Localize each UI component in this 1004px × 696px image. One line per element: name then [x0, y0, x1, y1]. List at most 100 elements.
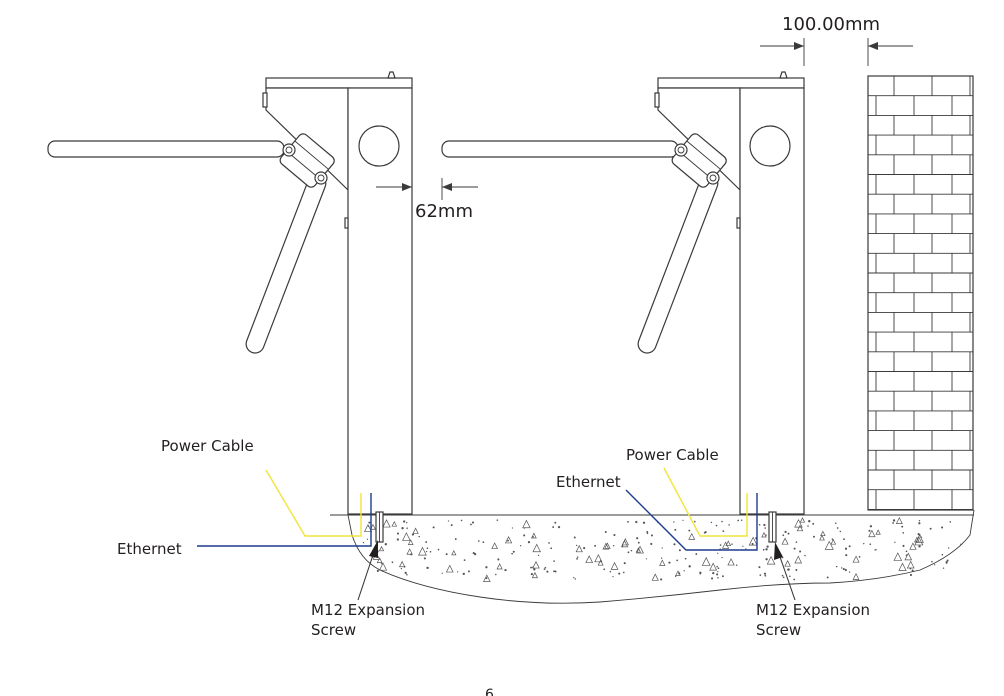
aggregate-dot	[945, 562, 948, 564]
aggregate-dot	[766, 545, 769, 548]
aggregate-dot	[429, 551, 432, 553]
aggregate-dot	[869, 525, 873, 528]
aggregate-stone	[725, 540, 732, 547]
aggregate-dot	[504, 568, 507, 572]
aggregate-dot	[745, 548, 747, 550]
aggregate-stone	[610, 561, 619, 570]
aggregate-stone	[761, 531, 767, 538]
aggregate-stone	[893, 552, 903, 561]
dimension-lane-gap: 62mm	[376, 178, 478, 222]
aggregate-dot	[716, 565, 718, 568]
aggregate-dot	[485, 566, 488, 569]
aggregate-dot	[765, 558, 768, 561]
aggregate-dot	[512, 550, 515, 553]
aggregate-stone	[620, 540, 629, 548]
aggregate-dot	[960, 543, 962, 545]
aggregate-dot	[630, 549, 633, 552]
aggregate-stone	[914, 536, 924, 546]
aggregate-dot	[646, 532, 649, 535]
aggregate-dot	[543, 568, 546, 571]
aggregate-dot	[793, 578, 796, 581]
aggregate-dot	[848, 571, 851, 573]
aggregate-dot	[836, 527, 839, 529]
aggregate-dot	[673, 543, 676, 546]
aggregate-dot	[813, 535, 815, 538]
aggregate-dot	[660, 578, 663, 581]
aggregate-dot	[892, 519, 896, 522]
aggregate-dot	[554, 521, 557, 524]
aggregate-stone	[382, 519, 391, 528]
aggregate-dot	[523, 534, 526, 537]
aggregate-dot	[678, 549, 681, 552]
aggregate-stone	[445, 564, 454, 573]
aggregate-dot	[594, 544, 597, 547]
aggregate-dot	[795, 568, 798, 571]
aggregate-dot	[839, 530, 842, 533]
aggregate-dot	[858, 555, 861, 558]
right-cables	[625, 467, 758, 551]
aggregate-dot	[396, 538, 400, 541]
aggregate-dot	[835, 565, 838, 568]
aggregate-dot	[812, 522, 815, 525]
aggregate-stone	[597, 559, 604, 566]
aggregate-dot	[432, 526, 435, 529]
aggregate-dot	[784, 530, 787, 534]
aggregate-dot	[437, 548, 440, 551]
aggregate-dot	[863, 542, 865, 545]
aggregate-stone	[522, 519, 531, 529]
aggregate-dot	[673, 521, 675, 523]
aggregate-dot	[688, 565, 691, 568]
aggregate-stone	[532, 560, 540, 569]
aggregate-dot	[721, 520, 723, 523]
aggregate-stone	[504, 536, 513, 544]
aggregate-stone	[709, 562, 718, 571]
aggregate-dot	[844, 568, 847, 572]
aggregate-dot	[764, 574, 767, 577]
aggregate-dot	[947, 547, 950, 549]
left-power-cable-label: Power Cable	[161, 437, 254, 455]
aggregate-dot	[454, 538, 457, 540]
aggregate-dot	[463, 559, 466, 562]
aggregate-dot	[661, 547, 663, 549]
aggregate-dot	[694, 520, 696, 523]
aggregate-dot	[636, 537, 639, 540]
aggregate-stone	[651, 573, 659, 581]
aggregate-dot	[396, 532, 400, 535]
brick-wall	[867, 75, 974, 511]
aggregate-dot	[717, 567, 720, 570]
aggregate-dot	[532, 536, 534, 538]
aggregate-dot	[546, 570, 549, 573]
aggregate-dot	[497, 558, 500, 561]
aggregate-dot	[391, 561, 394, 564]
aggregate-stone	[820, 530, 826, 537]
aggregate-dot	[423, 557, 426, 560]
left-screw-leader	[357, 540, 378, 601]
aggregate-dot	[731, 543, 733, 545]
aggregate-dot	[918, 534, 921, 537]
aggregate-dot	[868, 529, 871, 532]
aggregate-dot	[495, 573, 497, 576]
turnstile-right	[441, 71, 805, 543]
aggregate-dot	[573, 577, 575, 579]
aggregate-dot	[457, 571, 459, 573]
aggregate-dot	[425, 550, 428, 553]
aggregate-stone	[895, 516, 903, 524]
aggregate-dot	[699, 573, 702, 575]
aggregate-dot	[840, 567, 843, 569]
aggregate-stone	[852, 555, 860, 563]
aggregate-dot	[609, 570, 612, 573]
aggregate-stone	[594, 553, 603, 563]
right-power-cable-label: Power Cable	[626, 446, 719, 464]
aggregate-dot	[721, 556, 723, 559]
aggregate-dot	[737, 519, 739, 522]
turnstile-left-lower-arm	[245, 173, 327, 354]
aggregate-dot	[441, 572, 443, 574]
aggregate-stone	[406, 548, 413, 555]
aggregate-stone	[491, 542, 499, 549]
aggregate-dot	[762, 548, 765, 551]
aggregate-dot	[553, 570, 555, 573]
aggregate-dot	[758, 566, 761, 569]
aggregate-dot	[520, 545, 522, 547]
aggregate-dot	[719, 544, 722, 546]
aggregate-dot	[715, 524, 718, 527]
